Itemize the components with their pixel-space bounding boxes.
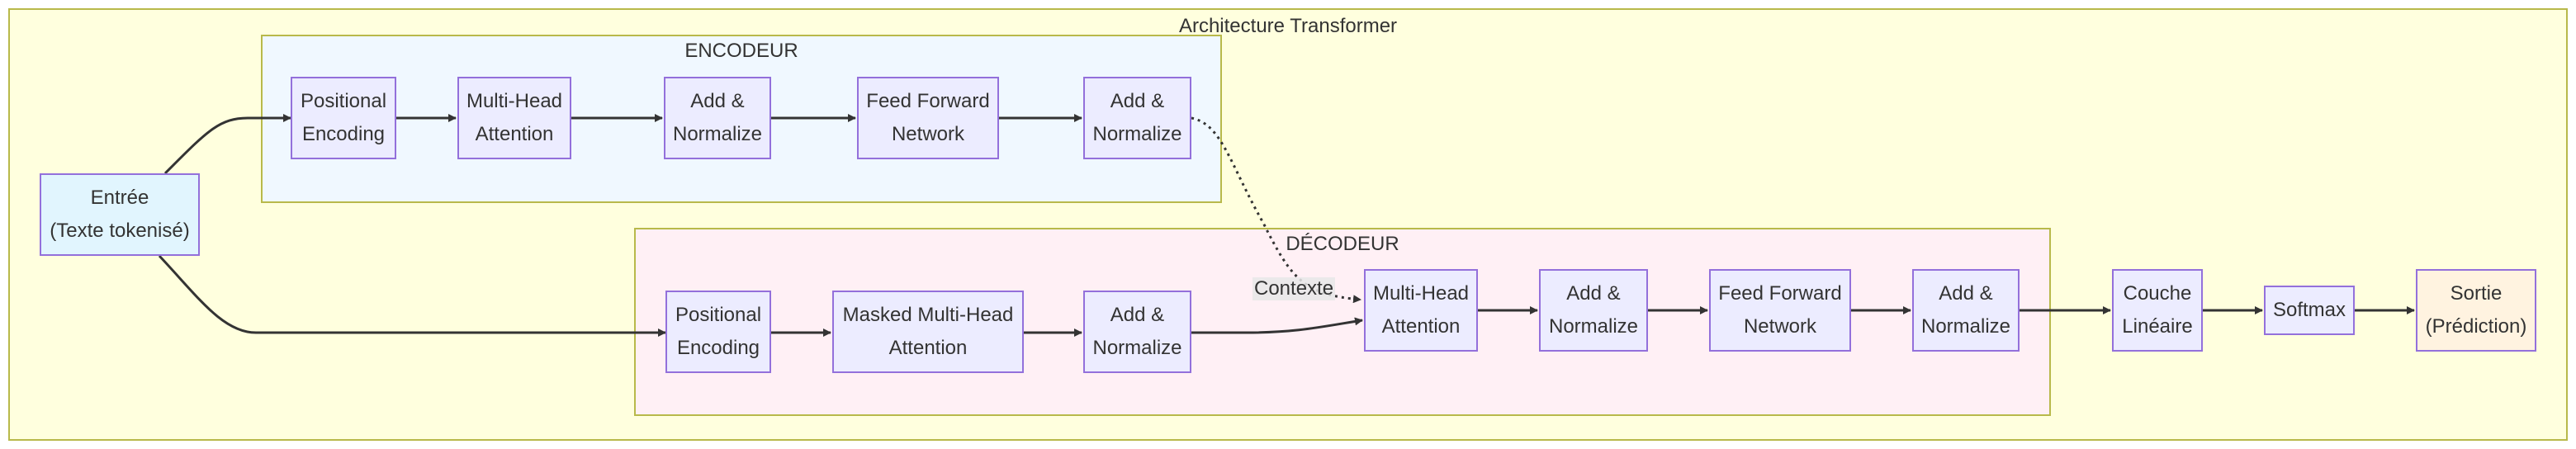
node-label: (Prédiction) [2425,315,2527,338]
node-label: Encoding [301,123,386,145]
edge-input-to-dec-pos [158,254,666,337]
node-label: Positional [675,304,762,326]
node-label: Normalize [1920,315,2011,338]
node-label: Normalize [672,123,763,145]
node-label: Attention [1381,315,1461,338]
node-label: Masked Multi-Head [842,304,1014,326]
node-label: Couche [2123,282,2192,305]
node-label: Normalize [1548,315,1639,338]
node-label: Linéaire [2122,315,2193,338]
context-edge-label: Contexte [1252,277,1336,300]
node-label: Sortie [2450,282,2503,305]
node-label: Add & [1110,90,1165,112]
decoder-add-normalize-3-node: Add & Normalize [1912,269,2020,352]
node-label: Normalize [1092,337,1182,359]
node-label: Add & [1939,282,1993,305]
edge-enc-to-dec-context [1191,116,1361,304]
node-label: Feed Forward [866,90,990,112]
node-label: Softmax [2272,299,2346,321]
input-label-2: (Texte tokenisé) [50,220,190,242]
diagram-title: Architecture Transformer [1178,15,1398,37]
node-label: Feed Forward [1718,282,1842,305]
node-label: Add & [690,90,745,112]
output-node: Sortie (Prédiction) [2416,269,2536,352]
softmax-node: Softmax [2264,286,2355,335]
node-label: Network [1743,315,1816,338]
node-label: Attention [475,123,554,145]
node-label: Add & [1110,304,1165,326]
node-label: Multi-Head [466,90,563,112]
input-label-1: Entrée [90,187,149,209]
encoder-add-normalize-1-node: Add & Normalize [664,77,771,159]
encoder-add-normalize-2-node: Add & Normalize [1083,77,1191,159]
encoder-title: ENCODEUR [684,40,798,62]
decoder-add-normalize-1-node: Add & Normalize [1083,291,1191,373]
node-label: Network [891,123,964,145]
node-label: Add & [1566,282,1621,305]
edge-input-to-enc-pos [163,114,291,175]
node-label: Encoding [676,337,760,359]
edge-add1-to-dec-mha [1191,317,1363,334]
node-label: Positional [300,90,387,112]
node-label: Multi-Head [1372,282,1470,305]
node-label: Normalize [1092,123,1182,145]
node-label: Attention [888,337,968,359]
decoder-title: DÉCODEUR [1286,233,1399,255]
input-node: Entrée (Texte tokenisé) [40,173,200,256]
decoder-add-normalize-2-node: Add & Normalize [1539,269,1648,352]
